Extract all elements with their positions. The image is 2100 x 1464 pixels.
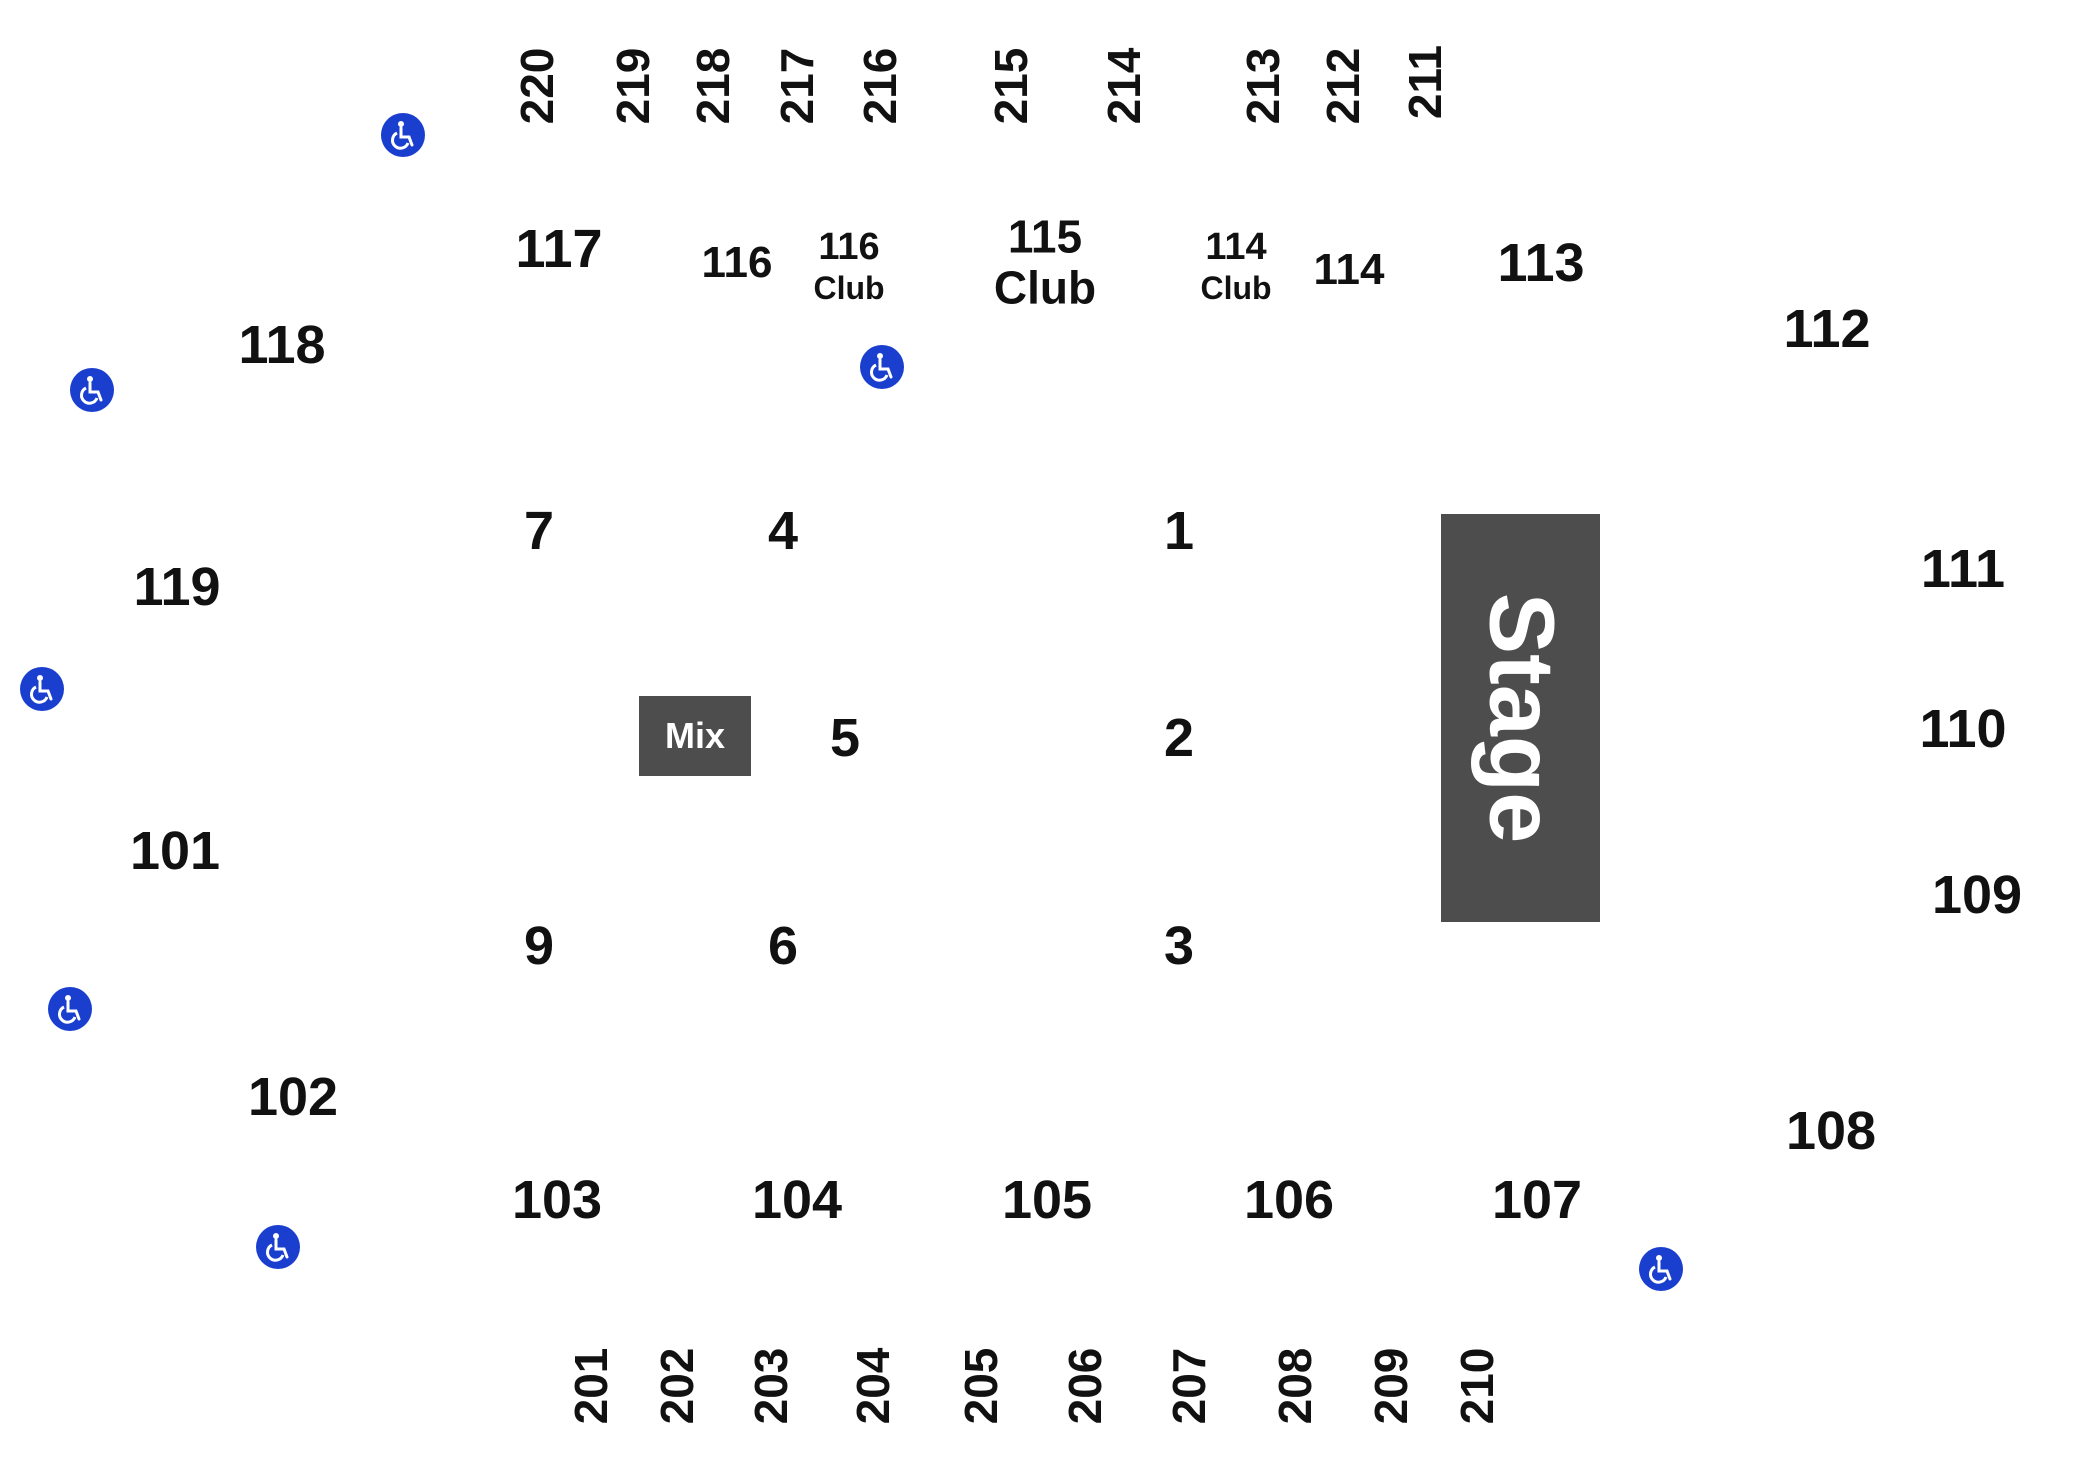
- floor-section-6[interactable]: 6: [767, 916, 799, 976]
- section-212[interactable]: 212: [1317, 47, 1369, 125]
- wheelchair-icon[interactable]: [1639, 1247, 1683, 1291]
- club-115-label: Club: [993, 261, 1097, 313]
- floor-section-7[interactable]: 7: [523, 501, 555, 561]
- section-204[interactable]: 204: [847, 1347, 899, 1425]
- mix-label: Mix: [664, 715, 726, 756]
- section-108[interactable]: 108: [1785, 1101, 1877, 1161]
- section-118[interactable]: 118: [238, 315, 326, 375]
- section-104[interactable]: 104: [751, 1170, 843, 1230]
- wheelchair-icon[interactable]: [860, 345, 904, 389]
- floor-section-2[interactable]: 2: [1163, 708, 1195, 768]
- section-107[interactable]: 107: [1491, 1170, 1583, 1230]
- floor-section-9[interactable]: 9: [523, 916, 555, 976]
- section-106[interactable]: 106: [1243, 1170, 1335, 1230]
- stage-label: Stage: [1470, 592, 1572, 844]
- floor-section-1[interactable]: 1: [1163, 501, 1195, 561]
- wheelchair-icon[interactable]: [70, 368, 114, 412]
- section-206[interactable]: 206: [1059, 1347, 1111, 1425]
- floor-section-3[interactable]: 3: [1163, 916, 1195, 976]
- club-115-number: 115: [1007, 210, 1083, 263]
- section-219[interactable]: 219: [607, 47, 659, 125]
- section-115-club[interactable]: 115 Club: [994, 211, 1096, 312]
- section-105[interactable]: 105: [1001, 1170, 1093, 1230]
- section-111[interactable]: 111: [1920, 539, 2006, 599]
- floor-section-5[interactable]: 5: [829, 708, 861, 768]
- section-208[interactable]: 208: [1269, 1347, 1321, 1425]
- section-112[interactable]: 112: [1783, 299, 1871, 359]
- section-218[interactable]: 218: [687, 47, 739, 125]
- section-209[interactable]: 209: [1365, 1347, 1417, 1425]
- club-114-number: 114: [1205, 225, 1267, 268]
- section-103[interactable]: 103: [511, 1170, 603, 1230]
- wheelchair-icon[interactable]: [256, 1225, 300, 1269]
- wheelchair-icon[interactable]: [381, 113, 425, 157]
- club-116-label: Club: [813, 269, 885, 306]
- section-117[interactable]: 117: [515, 219, 603, 279]
- section-213[interactable]: 213: [1237, 47, 1289, 125]
- section-211[interactable]: 211: [1399, 44, 1451, 120]
- section-114-club[interactable]: 114 Club: [1200, 226, 1271, 306]
- section-207[interactable]: 207: [1163, 1347, 1215, 1425]
- section-217[interactable]: 217: [771, 47, 823, 125]
- section-210[interactable]: 210: [1451, 1347, 1503, 1425]
- floor-section-4[interactable]: 4: [767, 501, 799, 561]
- section-119[interactable]: 119: [133, 557, 221, 617]
- wheelchair-icon[interactable]: [48, 987, 92, 1031]
- stage: Stage: [1441, 514, 1600, 922]
- section-114[interactable]: 114: [1313, 245, 1385, 294]
- section-202[interactable]: 202: [651, 1347, 703, 1425]
- section-113[interactable]: 113: [1497, 233, 1585, 293]
- section-110[interactable]: 110: [1919, 699, 2007, 759]
- section-101[interactable]: 101: [129, 821, 221, 881]
- section-102[interactable]: 102: [247, 1067, 339, 1127]
- club-114-label: Club: [1200, 269, 1272, 306]
- section-205[interactable]: 205: [955, 1347, 1007, 1425]
- section-201[interactable]: 201: [565, 1347, 617, 1425]
- section-203[interactable]: 203: [745, 1347, 797, 1425]
- section-220[interactable]: 220: [511, 47, 563, 125]
- section-215[interactable]: 215: [985, 47, 1037, 125]
- mix-position: Mix: [639, 696, 751, 776]
- section-216[interactable]: 216: [854, 47, 906, 125]
- club-116-number: 116: [818, 225, 880, 268]
- wheelchair-icon[interactable]: [20, 667, 64, 711]
- section-116-club[interactable]: 116 Club: [813, 226, 884, 306]
- section-116[interactable]: 116: [701, 238, 773, 287]
- section-109[interactable]: 109: [1931, 865, 2023, 925]
- section-214[interactable]: 214: [1098, 47, 1150, 125]
